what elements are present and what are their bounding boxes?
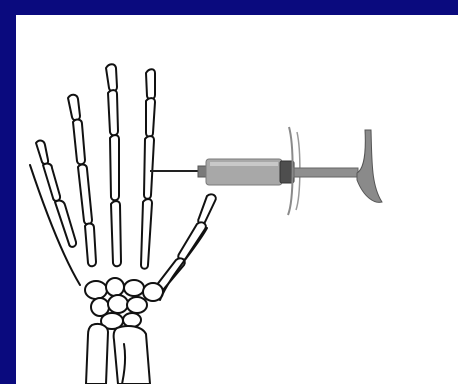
illustration-canvas [16,15,458,384]
plunger-rod [294,168,358,177]
index-finger-bones [141,69,155,269]
joint-injection-illustration [16,15,458,384]
thumb-bones [155,194,216,292]
middle-finger-bones [106,64,121,266]
forearm-bones [86,324,150,384]
blue-frame-left [0,0,16,384]
syringe-icon [150,127,382,215]
hand-skeleton-icon [30,64,216,384]
little-finger-bones [36,141,76,247]
blue-frame-top [0,0,458,15]
carpal-bones [85,278,163,329]
plunger-thumb-rest [357,130,382,202]
syringe-barrel-highlight [210,162,278,166]
